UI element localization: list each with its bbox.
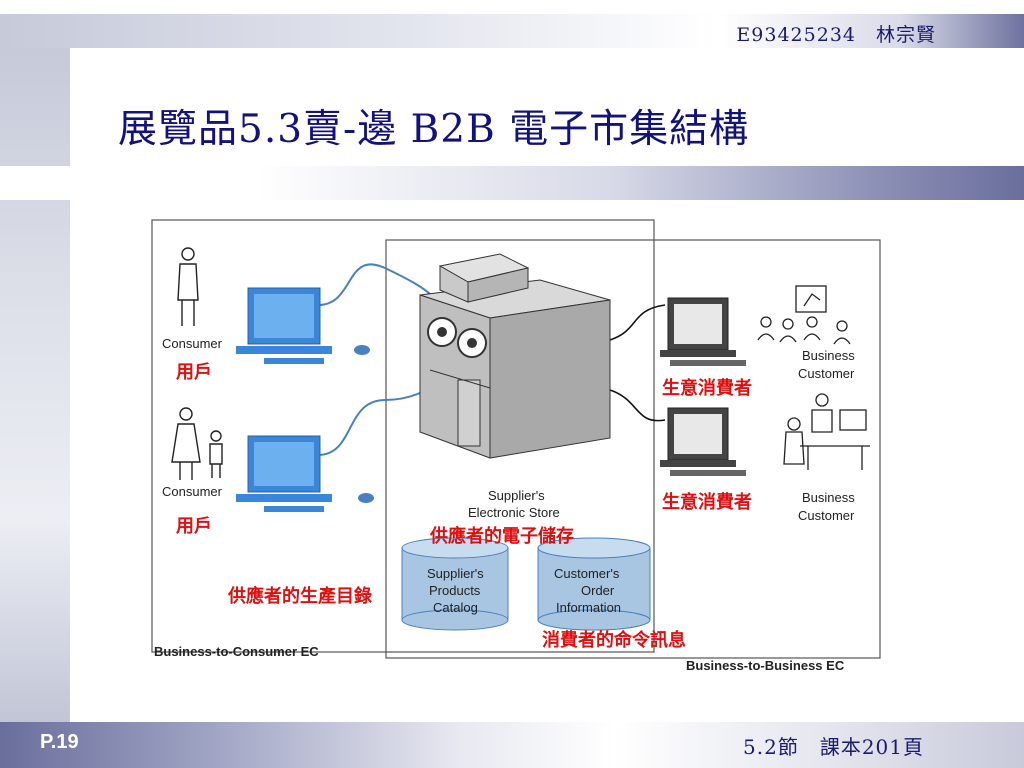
- header-author-id: E93425234 林宗賢: [736, 24, 936, 46]
- consumer-label-1: Consumer: [162, 336, 223, 351]
- catalog-label-line3: Catalog: [433, 600, 478, 615]
- cable-consumer-1: [317, 263, 441, 306]
- b2c-label: Business-to-Consumer EC: [154, 644, 319, 659]
- consumer-person-icon-2: [171, 407, 223, 480]
- order-label-line1: Customer's: [554, 566, 620, 581]
- b2b-label: Business-to-Business EC: [686, 658, 845, 673]
- order-label-line3: Information: [556, 600, 621, 615]
- consumer-zh-label-1: 用戶: [176, 361, 212, 382]
- business-label-1-line2: Customer: [798, 366, 855, 381]
- computer-icon-consumer-1: [236, 287, 370, 364]
- consumer-person-icon-1: [177, 247, 199, 326]
- cable-business-1: [609, 304, 666, 341]
- cable-business-2: [609, 389, 666, 422]
- business-label-2-line2: Customer: [798, 508, 855, 523]
- consumer-label-2: Consumer: [162, 484, 223, 499]
- catalog-zh-label: 供應者的生產目錄: [227, 585, 372, 606]
- catalog-label-line1: Supplier's: [427, 566, 484, 581]
- business-label-1-line1: Business: [802, 348, 855, 363]
- b2b-frame: [385, 239, 881, 659]
- order-zh-label: 消費者的命令訊息: [542, 629, 686, 650]
- computer-icon-business-1: [660, 297, 746, 366]
- store-label-line1: Supplier's: [488, 488, 545, 503]
- page-number: P.19: [40, 731, 79, 753]
- catalog-label-line2: Products: [429, 583, 481, 598]
- title-decor-band: [0, 166, 1024, 200]
- computer-icon-business-2: [660, 407, 746, 476]
- catalog-database-icon: [401, 537, 509, 631]
- b2b-marketplace-diagram: Consumer Consumer Business Customer Busi…: [151, 219, 881, 673]
- server-icon: [419, 253, 611, 459]
- b2c-frame: [151, 219, 655, 653]
- business-zh-label-2: 生意消費者: [662, 491, 752, 512]
- business-zh-label-1: 生意消費者: [662, 377, 752, 398]
- slide-title: 展覽品5.3賣-邊 B2B 電子市集結構: [118, 107, 750, 152]
- business-label-2-line1: Business: [802, 490, 855, 505]
- store-zh-label: 供應者的電子儲存: [429, 525, 574, 546]
- order-database-icon: [537, 537, 651, 631]
- store-label-line2: Electronic Store: [468, 505, 560, 520]
- business-meeting-icon: [757, 285, 851, 345]
- business-office-icon: [783, 393, 870, 470]
- textbook-reference: 5.2節 課本201頁: [743, 735, 924, 759]
- footer-decor-band: [0, 722, 1024, 768]
- top-decor-band: [0, 14, 1024, 48]
- consumer-zh-label-2: 用戶: [176, 515, 212, 536]
- computer-icon-consumer-2: [236, 435, 374, 512]
- left-decor-bar: [0, 48, 70, 722]
- order-label-line2: Order: [581, 583, 615, 598]
